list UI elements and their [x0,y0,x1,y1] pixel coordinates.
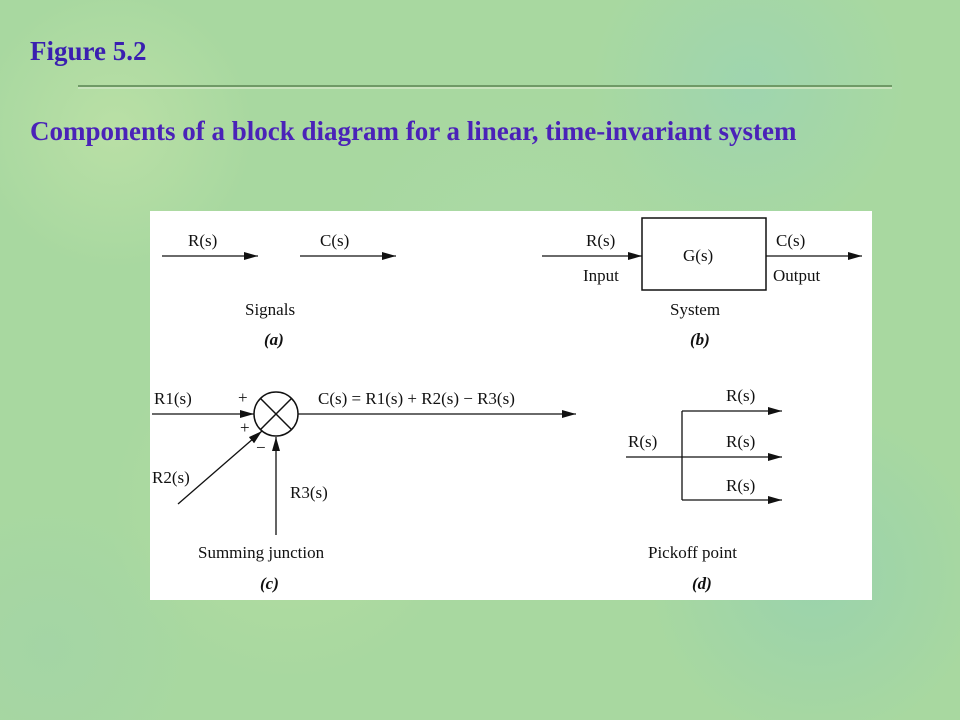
summing-output-label: C(s) = R1(s) + R2(s) − R3(s) [318,389,515,408]
block-diagram-svg: R(s) C(s) Signals (a) R(s) Input G(s) C(… [152,217,862,593]
summing-sign1: + [238,388,248,407]
signals-panel: R(s) C(s) Signals (a) [162,231,396,349]
summing-input3-label: R3(s) [290,483,328,502]
pickoff-tag: (d) [692,574,712,593]
system-output-label: C(s) [776,231,805,250]
block-diagram-figure: R(s) C(s) Signals (a) R(s) Input G(s) C(… [150,211,872,600]
pickoff-panel: R(s) R(s) R(s) R(s) Pickoff point (d) [626,386,782,593]
figure-title: Figure 5.2 [30,36,147,66]
signals-caption: Signals [245,300,295,319]
signal-c-label: C(s) [320,231,349,250]
pickoff-caption: Pickoff point [648,543,737,562]
signal-r-label: R(s) [188,231,217,250]
pickoff-branch-top-label: R(s) [726,386,755,405]
summing-sign3: − [256,438,266,457]
system-block-label: G(s) [683,246,713,265]
system-panel: R(s) Input G(s) C(s) Output System (b) [542,217,862,349]
system-output-caption: Output [773,266,821,285]
system-input-caption: Input [583,266,619,285]
summing-panel: R1(s) + + − R2(s) R3(s) C(s) = R1(s) + R… [152,388,576,593]
summing-tag: (c) [260,574,279,593]
pickoff-branch-bottom-label: R(s) [726,476,755,495]
summing-sign2: + [240,418,250,437]
title-divider [78,85,892,89]
summing-caption: Summing junction [198,543,325,562]
summing-input2-label: R2(s) [152,468,190,487]
summing-junction-symbol [253,391,299,437]
signals-tag: (a) [264,330,284,349]
summing-input2-arrow [177,430,263,505]
system-caption: System [670,300,720,319]
system-input-label: R(s) [586,231,615,250]
system-block [641,217,767,291]
summing-input1-label: R1(s) [154,389,192,408]
figure-subtitle: Components of a block diagram for a line… [30,116,797,146]
pickoff-branch-mid-label: R(s) [726,432,755,451]
system-tag: (b) [690,330,710,349]
pickoff-input-label: R(s) [628,432,657,451]
